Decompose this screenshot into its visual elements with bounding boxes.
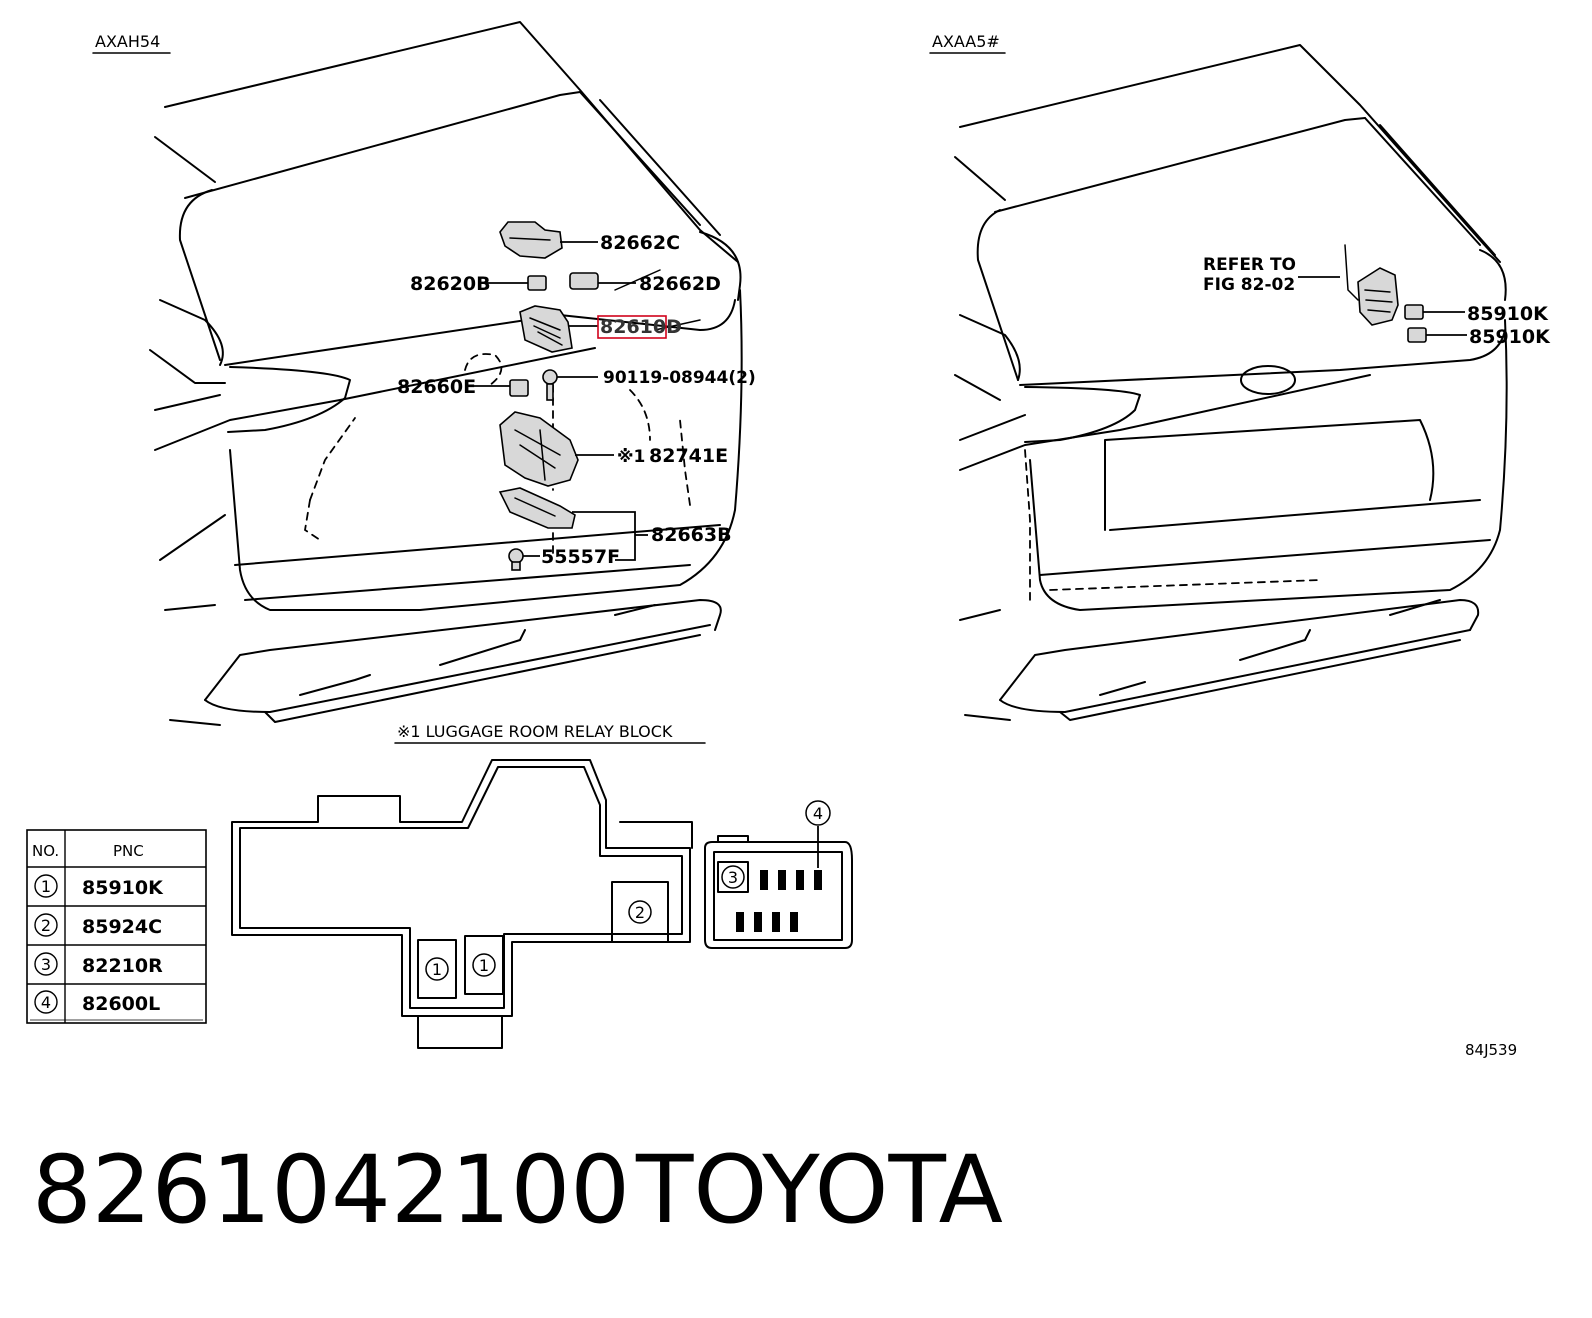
svg-text:1: 1: [432, 960, 442, 979]
fuse-row-bottom: [736, 912, 798, 932]
label-85910k-a[interactable]: 85910K: [1467, 303, 1549, 325]
part-82662c-shape: [499, 221, 563, 259]
part-82741e-shape: [499, 411, 579, 487]
label-82741e-prefix: ※1: [617, 447, 645, 467]
refer-text-line1: REFER TO: [1203, 255, 1296, 275]
svg-text:3: 3: [41, 955, 51, 974]
svg-text:4: 4: [813, 804, 823, 823]
relay-85910k-b-shape: [1407, 327, 1427, 343]
table-row: 2 85924C: [34, 913, 162, 938]
label-82620b[interactable]: 82620B: [410, 273, 491, 295]
label-82663b[interactable]: 82663B: [651, 524, 732, 546]
callout-4: 4: [805, 800, 831, 826]
part-82660e-shape: [509, 379, 529, 397]
svg-text:4: 4: [41, 993, 51, 1012]
footer-brand: TOYOTA: [635, 1136, 1003, 1245]
table-row: 4 82600L: [34, 990, 160, 1015]
label-82610d[interactable]: 82610D: [600, 316, 682, 338]
table-row: 1 85910K: [34, 874, 164, 899]
label-85910k-b[interactable]: 85910K: [1469, 326, 1551, 348]
relay-block-shape: [1344, 244, 1399, 326]
left-vehicle-view: AXAH54: [92, 21, 756, 726]
callout-1b: 1: [472, 953, 496, 977]
label-82662d[interactable]: 82662D: [639, 273, 721, 295]
svg-text:3: 3: [728, 868, 738, 887]
relay-block-title: ※1 LUGGAGE ROOM RELAY BLOCK: [397, 722, 673, 741]
highlight-box: [597, 315, 667, 339]
part-82662d-shape: [569, 272, 599, 290]
label-55557f[interactable]: 55557F: [541, 546, 620, 568]
pnc-table: NO. PNC 1 85910K 2 85924C 3 82210R 4 826…: [26, 829, 207, 1024]
fuse-row-top: [760, 870, 822, 890]
svg-text:1: 1: [41, 877, 51, 896]
right-vehicle-view: AXAA5#: [929, 32, 1551, 721]
callout-3: 3: [721, 865, 745, 889]
callout-1a: 1: [425, 957, 449, 981]
relay-85910k-a-shape: [1404, 304, 1424, 320]
part-82663b-shape: [498, 487, 576, 529]
label-90119-08944[interactable]: 90119-08944(2): [603, 368, 756, 388]
pnc-value[interactable]: 85910K: [82, 877, 164, 899]
part-82610d-shape: [519, 305, 573, 353]
footer-part-number: 8261042100: [32, 1136, 630, 1245]
svg-text:1: 1: [479, 956, 489, 975]
svg-text:2: 2: [635, 903, 645, 922]
part-82620b-shape: [527, 275, 547, 291]
right-model-tag: AXAA5#: [932, 32, 1000, 51]
part-55557f-shape: [508, 548, 524, 571]
label-82660e[interactable]: 82660E: [397, 376, 476, 398]
table-row: 3 82210R: [34, 952, 163, 977]
callout-2: 2: [628, 900, 652, 924]
refer-text-line2: FIG 82-02: [1203, 275, 1295, 295]
table-header-pnc: PNC: [113, 842, 144, 860]
svg-text:2: 2: [41, 916, 51, 935]
part-90119-bolt-shape: [542, 369, 558, 401]
pnc-value[interactable]: 82600L: [82, 993, 160, 1015]
figure-code: 84J539: [1465, 1041, 1517, 1059]
table-header-no: NO.: [32, 842, 59, 860]
label-82741e[interactable]: 82741E: [649, 445, 728, 467]
pnc-value[interactable]: 85924C: [82, 916, 162, 938]
pnc-value[interactable]: 82210R: [82, 955, 163, 977]
label-82662c[interactable]: 82662C: [600, 232, 680, 254]
relay-block-detail: ※1 LUGGAGE ROOM RELAY BLOCK: [231, 722, 853, 1049]
left-model-tag: AXAH54: [95, 32, 160, 51]
